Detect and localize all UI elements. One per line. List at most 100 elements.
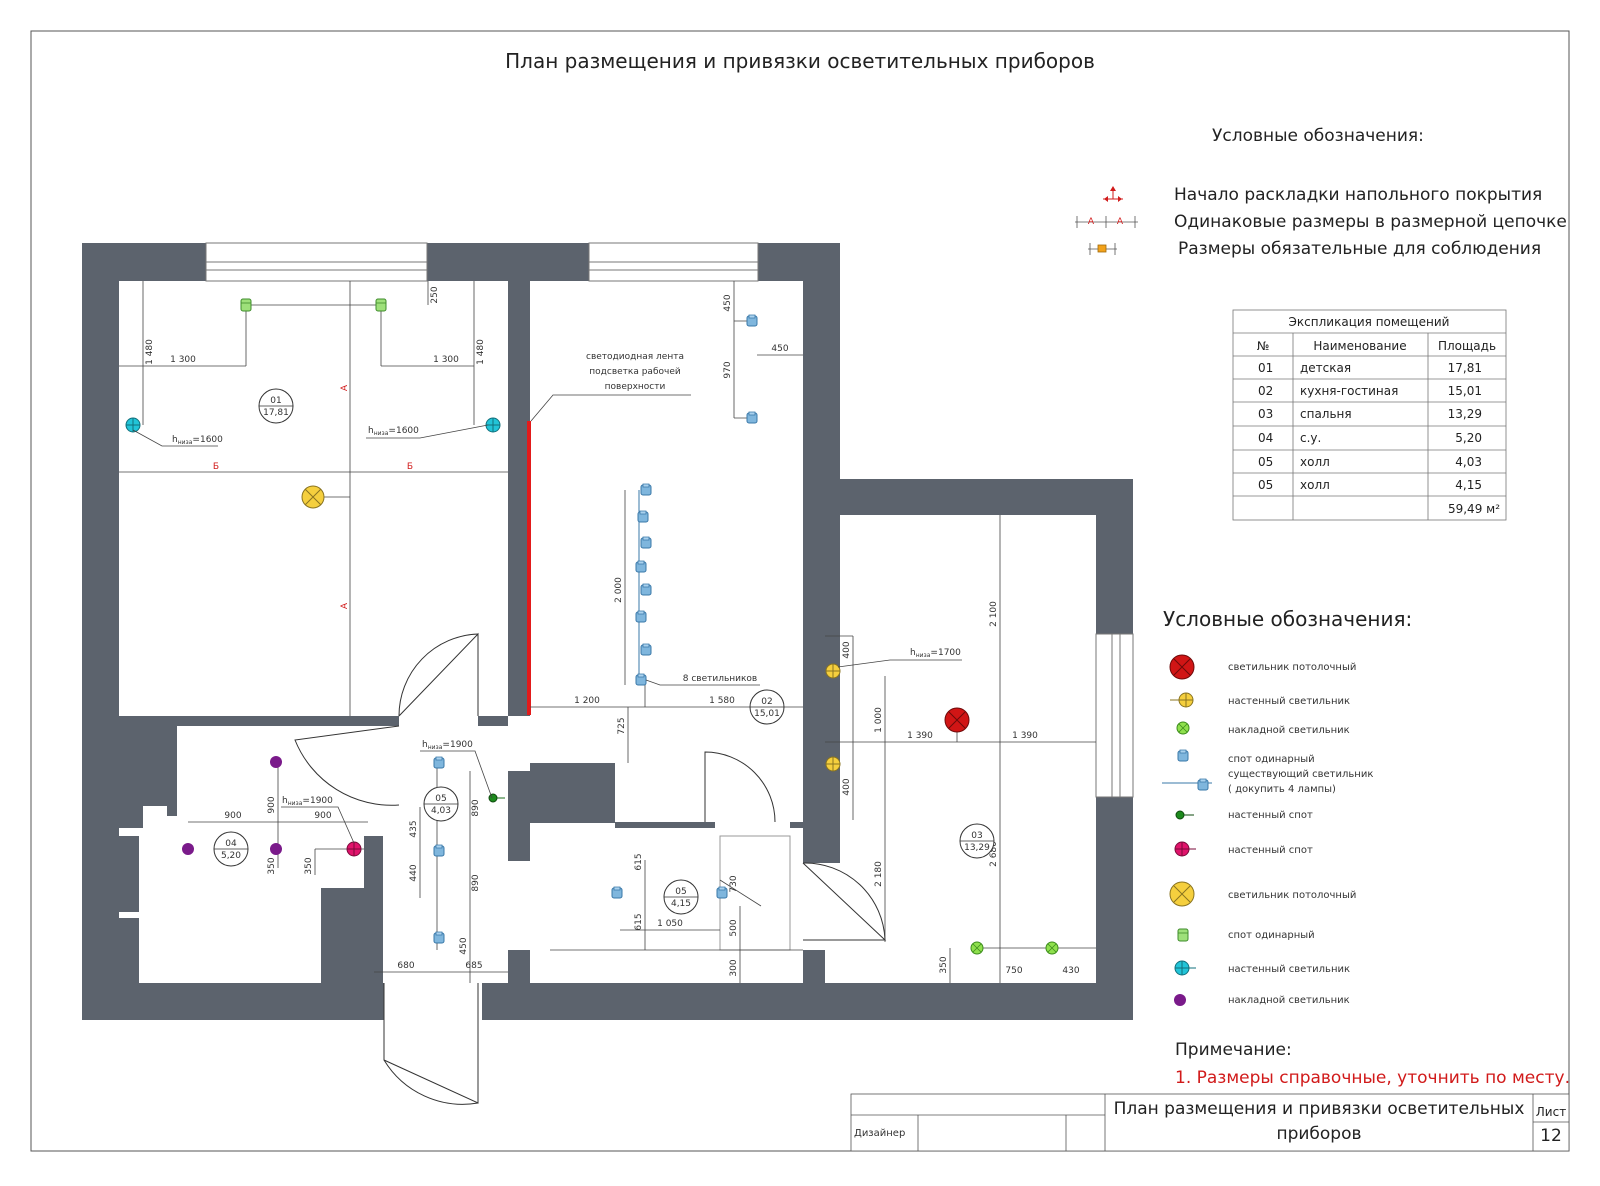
room-number: 04 [225, 839, 237, 849]
spot-icon [746, 314, 758, 327]
legend-main-label: накладной светильник [1228, 725, 1350, 736]
dim-text: 900 [314, 811, 331, 821]
explication-cell-name: детская [1300, 361, 1351, 375]
explication-table: Экспликация помещений № Наименование Пло… [1232, 309, 1507, 521]
wall-lamp-yellow-icon [1170, 692, 1194, 708]
explication-cell-num: 03 [1258, 407, 1273, 421]
legend-main-label: спот одинарный [1228, 930, 1315, 941]
spot-icon [433, 844, 445, 857]
wall-lamp-cyan-icon [125, 417, 141, 433]
floor-start-icon [1103, 186, 1123, 202]
spot-single-green-icon [375, 298, 387, 312]
dim-text: 450 [771, 344, 788, 354]
svg-text:hниза=1900: hниза=1900 [282, 796, 333, 807]
svg-text:hниза=1600: hниза=1600 [368, 426, 419, 437]
svg-text:hниза=1600: hниза=1600 [172, 435, 223, 446]
dim-text: 450 [459, 937, 469, 954]
explication-header-num: № [1257, 339, 1269, 353]
dim-text: 900 [267, 796, 277, 813]
wall-spot-pink-icon [346, 841, 362, 857]
room-marker-04: 04 5,20 [213, 831, 249, 867]
dim-text: 430 [1062, 966, 1079, 976]
wall-lamp-cyan-icon [485, 417, 501, 433]
led-strip [527, 421, 531, 715]
legend-main-label-spot-3: ( докупить 4 лампы) [1228, 784, 1336, 795]
note-heading: Примечание: [1175, 1040, 1292, 1060]
ceiling-lamp-yellow-icon [1169, 881, 1195, 907]
surface-lamp-green-icon [1176, 721, 1190, 735]
svg-text:hниза=1900: hниза=1900 [422, 740, 473, 751]
dim-text: 1 580 [709, 696, 735, 706]
dim-text: 890 [471, 874, 481, 891]
dim-text: 900 [224, 811, 241, 821]
dim-text: 350 [267, 857, 277, 874]
dim-text: 730 [729, 875, 739, 892]
explication-header-name: Наименование [1313, 339, 1406, 353]
room-marker-01: 01 17,81 [258, 388, 294, 424]
spot-icon [433, 931, 445, 944]
led-strip-note-line1: светодиодная лента [586, 352, 684, 362]
room-marker-02: 02 15,01 [749, 689, 785, 725]
spot-icon [611, 886, 623, 899]
dim-text: 1 050 [657, 919, 683, 929]
stamp-title-line1: План размещения и привязки осветительных [1114, 1099, 1525, 1119]
explication-cell-num: 01 [1258, 361, 1273, 375]
legend-top-heading: Условные обозначения: [1212, 126, 1424, 146]
dim-text: 1 300 [170, 355, 196, 365]
dimension-lines [119, 281, 1096, 983]
legend-main: Условные обозначения: [1162, 607, 1412, 1006]
legend-main-label: светильник потолочный [1228, 662, 1356, 673]
spot-track-icon [1162, 749, 1212, 791]
dim-text: 2 100 [989, 601, 999, 627]
dim-text: 615 [634, 913, 644, 930]
room-area: 5,20 [221, 851, 241, 861]
note-text: 1. Размеры справочные, уточнить по месту… [1175, 1068, 1570, 1088]
wall-spot-pink-icon [1174, 841, 1196, 857]
room-area: 13,29 [964, 843, 990, 853]
dim-text: 300 [729, 959, 739, 976]
note-block: Примечание: 1. Размеры справочные, уточн… [1175, 1040, 1570, 1088]
height-note-1900b: hниза=1900 [281, 796, 355, 844]
room-number: 05 [435, 794, 446, 804]
dim-text: 1 300 [433, 355, 459, 365]
room-marker-03: 03 13,29 [959, 823, 995, 859]
explication-cell-name: спальня [1300, 407, 1352, 421]
surface-lamp-purple-icon [1174, 994, 1186, 1006]
spot-single-green-icon [1177, 928, 1189, 942]
room-number: 05 [675, 887, 686, 897]
legend-top-item-3: Размеры обязательные для соблюдения [1178, 239, 1541, 259]
surface-lamp-purple-icon [182, 843, 194, 855]
explication-cell-area: 13,29 [1448, 407, 1482, 421]
explication-cell-num: 04 [1258, 431, 1273, 445]
height-note-1600b: hниза=1600 [366, 424, 489, 439]
explication-cell-name: холл [1300, 455, 1330, 469]
explication-cell-name: с.у. [1300, 431, 1321, 445]
equal-dims-icon: A A [1075, 216, 1138, 228]
dim-text: 2 000 [614, 577, 624, 603]
surface-lamp-purple-icon [270, 843, 282, 855]
ceiling-lamp-red-icon [944, 707, 970, 733]
led-strip-note-line3: поверхности [605, 382, 666, 392]
drawing-title: План размещения и привязки осветительных… [505, 49, 1095, 73]
dim-text: 400 [842, 641, 852, 658]
dim-text: 1 480 [145, 339, 155, 365]
dim-text: 1 000 [874, 707, 884, 733]
explication-cell-num: 05 [1258, 478, 1273, 492]
dim-text: 450 [723, 294, 733, 311]
dim-text: 2 180 [874, 861, 884, 887]
ceiling-lamp-red-icon [1169, 654, 1195, 680]
legend-main-label: настенный светильник [1228, 964, 1350, 975]
dim-text: 615 [634, 853, 644, 870]
height-note-1700: hниза=1700 [837, 648, 962, 668]
dim-text: 2 680 [989, 841, 999, 867]
legend-top: Условные обозначения: Начало раскладки н… [1075, 126, 1567, 259]
explication-cell-area: 17,81 [1448, 361, 1482, 375]
dim-text: 680 [397, 961, 414, 971]
dim-text: 890 [471, 799, 481, 816]
dim-text: 350 [304, 857, 314, 874]
room-area: 4,15 [671, 899, 691, 909]
spot-track-icon [635, 483, 652, 686]
legend-top-item-2: Одинаковые размеры в размерной цепочке [1174, 212, 1567, 232]
